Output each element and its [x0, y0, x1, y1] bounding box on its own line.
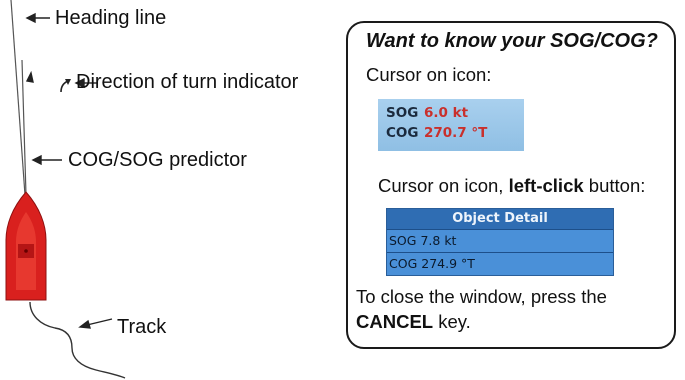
- detail-cog-value: 274.9 °T: [421, 256, 475, 271]
- hover-cog-value: 270.7 °T: [424, 125, 488, 141]
- close-key-suffix: key.: [433, 311, 471, 332]
- click-instruction-prefix: Cursor on icon,: [378, 175, 509, 196]
- detail-cog-label: COG: [389, 256, 418, 271]
- track-label: Track: [117, 316, 167, 338]
- hover-instruction: Cursor on icon:: [366, 64, 492, 85]
- heading-line-label: Heading line: [55, 7, 167, 29]
- close-key-instruction: CANCEL key.: [356, 311, 471, 333]
- sog-cog-hover-popup: SOG 6.0 kt COG 270.7 °T: [378, 99, 524, 151]
- sog-cog-info-box: Want to know your SOG/COG? Cursor on ico…: [346, 21, 676, 349]
- turn-indicator-label: Direction of turn indicator: [76, 71, 299, 93]
- detail-sog-value: 7.8 kt: [420, 233, 457, 248]
- click-instruction-suffix: button:: [583, 175, 646, 196]
- cancel-key-label: CANCEL: [356, 311, 434, 332]
- vessel-diagram-graphic: [5, 0, 126, 379]
- info-box-title: Want to know your SOG/COG?: [366, 30, 658, 52]
- track-line: [29, 301, 126, 379]
- heading-line: [10, 0, 26, 196]
- vessel-diagram: Heading line Direction of turn indicator…: [0, 0, 340, 380]
- hover-cog-label: COG: [386, 125, 419, 141]
- detail-sog-label: SOG: [389, 233, 417, 248]
- turn-indicator-icon: [60, 79, 71, 93]
- cog-sog-predictor-line: [21, 59, 27, 196]
- hover-cog-row: COG 270.7 °T: [386, 125, 524, 145]
- callout-arrows: [25, 12, 113, 329]
- hover-sog-row: SOG 6.0 kt: [386, 105, 524, 125]
- hover-sog-label: SOG: [386, 105, 419, 121]
- click-instruction-bold: left-click: [508, 175, 584, 196]
- close-instruction: To close the window, press the: [356, 286, 607, 307]
- cog-sog-predictor-label: COG/SOG predictor: [68, 149, 247, 171]
- vessel-icon: [5, 191, 47, 301]
- click-instruction: Cursor on icon, left-click button:: [378, 175, 645, 197]
- hover-sog-value: 6.0 kt: [424, 105, 469, 121]
- object-detail-header: Object Detail: [387, 209, 613, 229]
